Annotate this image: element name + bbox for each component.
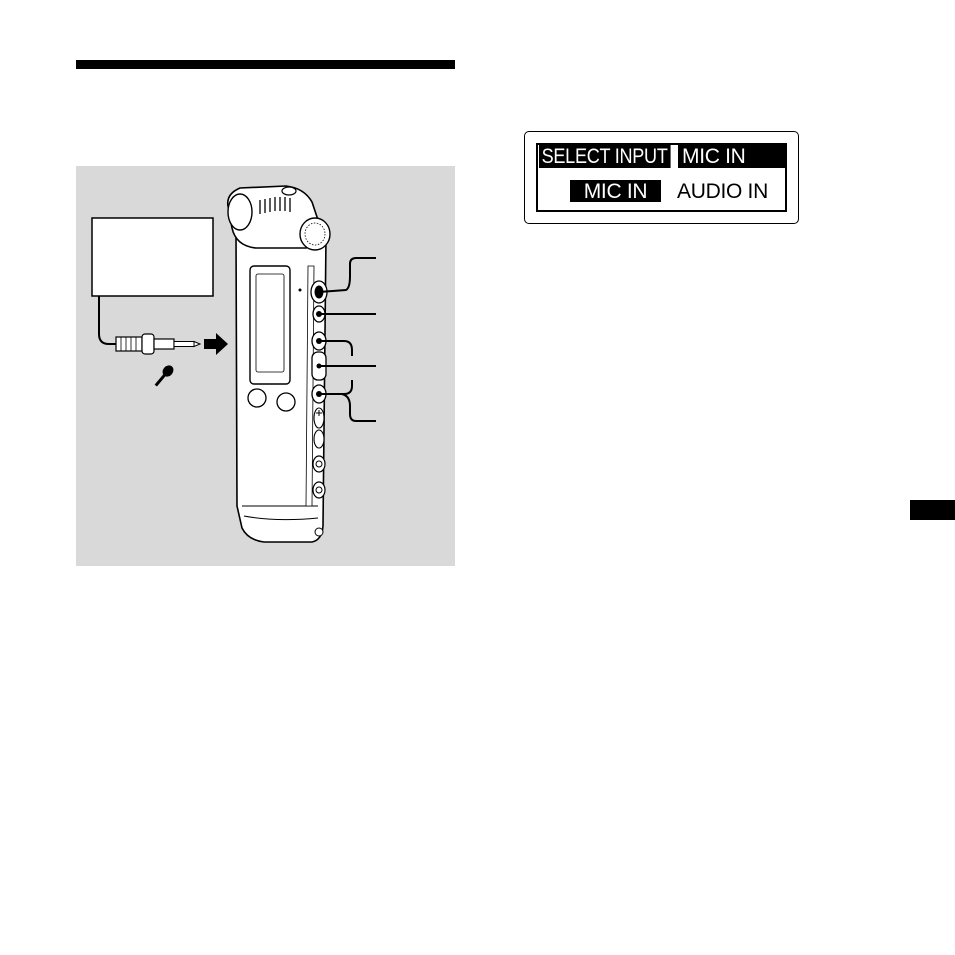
voice-recorder-device	[228, 186, 330, 542]
lcd-screen: SELECT INPUT MIC IN MIC IN AUDIO IN	[536, 143, 787, 212]
lcd-display-panel: SELECT INPUT MIC IN MIC IN AUDIO IN	[524, 131, 799, 224]
page-thumb-tab	[910, 500, 955, 520]
option-audio-in: AUDIO IN	[677, 180, 768, 203]
button-callout-lines	[319, 258, 376, 421]
external-source-box	[92, 218, 213, 296]
stereo-plug-icon	[116, 334, 200, 354]
select-input-label: SELECT INPUT	[539, 145, 670, 168]
device-connection-illustration	[76, 166, 455, 566]
connection-cable	[99, 296, 118, 344]
arrow-right-icon	[204, 333, 228, 355]
option-mic-in-selected: MIC IN	[570, 180, 661, 202]
section-heading-rule	[76, 60, 455, 69]
current-input-value: MIC IN	[678, 145, 786, 168]
microphone-icon	[152, 363, 176, 389]
